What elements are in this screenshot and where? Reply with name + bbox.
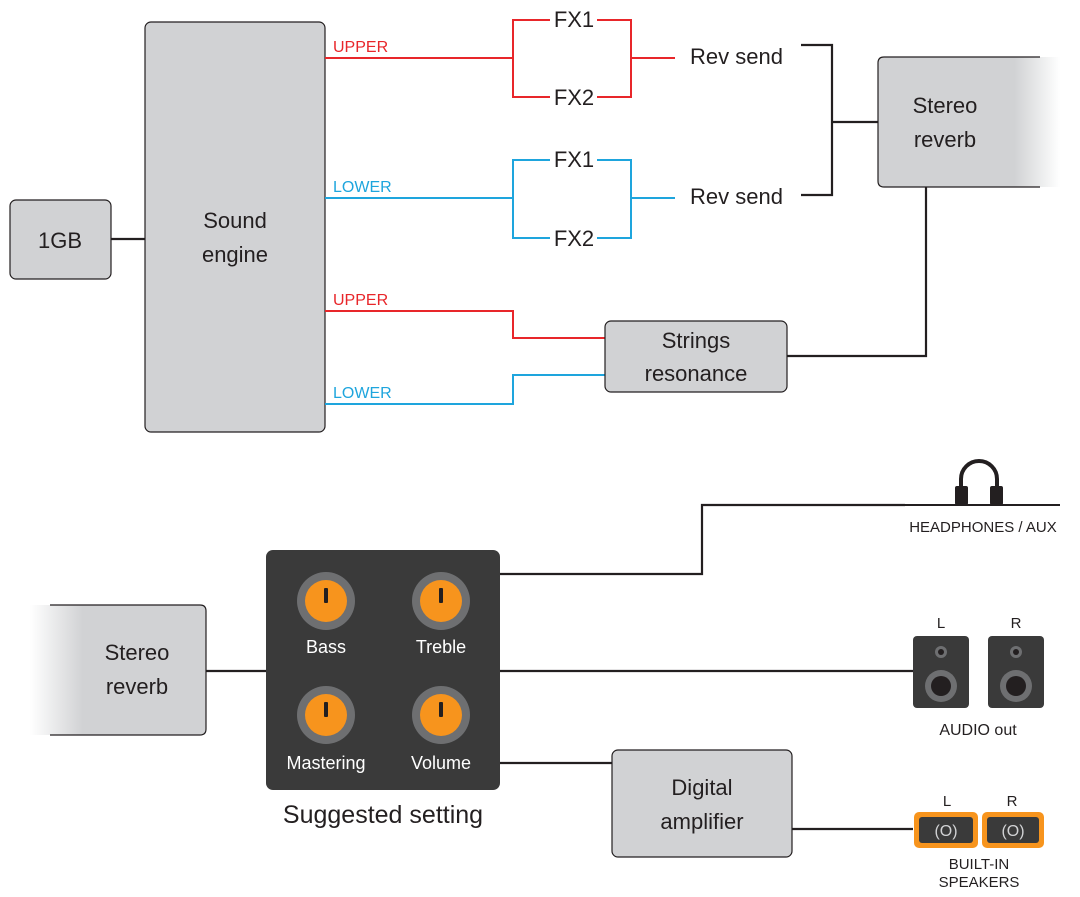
builtin-speaker-left-icon: (O)	[914, 812, 978, 848]
stereo-reverb-block-bottom	[30, 605, 206, 735]
stereo-reverb-top-line2: reverb	[914, 127, 976, 152]
upper-label-1: UPPER	[333, 39, 388, 56]
bass-knob	[297, 572, 355, 630]
headphones-label: HEADPHONES / AUX	[909, 519, 1057, 536]
upper-rev-send-label: Rev send	[690, 44, 783, 69]
upper-fx2-label: FX2	[554, 85, 594, 110]
audio-out-label: AUDIO out	[939, 722, 1017, 739]
volume-knob	[412, 686, 470, 744]
builtin-label-line1: BUILT-IN	[949, 856, 1010, 873]
panel-to-headphones-line	[500, 503, 905, 576]
builtin-right-label: R	[1007, 793, 1018, 810]
builtin-left-label: L	[943, 793, 951, 810]
sound-engine-block	[144, 21, 326, 433]
lower-fx-merge-lines	[597, 159, 675, 239]
builtin-label-line2: SPEAKERS	[939, 874, 1020, 891]
builtin-left-grille: (O)	[934, 823, 957, 840]
strings-resonance-line1: Strings	[662, 328, 730, 353]
stereo-reverb-border-top	[877, 56, 1040, 188]
lower-fx2-label: FX2	[554, 226, 594, 251]
sound-engine-label-line2: engine	[202, 242, 268, 267]
headphones-icon	[905, 459, 1060, 506]
stereo-reverb-bottom-line2: reverb	[106, 674, 168, 699]
builtin-speaker-right-icon: (O)	[982, 812, 1044, 848]
builtin-right-grille: (O)	[1001, 823, 1024, 840]
strings-resonance-line2: resonance	[645, 361, 748, 386]
mastering-knob	[297, 686, 355, 744]
digital-amplifier-block	[611, 749, 793, 858]
lower-fx1-label: FX1	[554, 147, 594, 172]
bass-label: Bass	[306, 637, 346, 657]
digital-amplifier-line2: amplifier	[660, 809, 743, 834]
speaker-right-icon	[988, 636, 1044, 708]
stereo-reverb-block-top	[878, 57, 1060, 187]
strings-to-reverb-line	[787, 187, 928, 358]
upper-label-2: UPPER	[333, 292, 388, 309]
lower-label-2: LOWER	[333, 385, 392, 402]
lower-fx-lines	[325, 159, 550, 239]
panel-caption: Suggested setting	[283, 801, 483, 829]
mastering-label: Mastering	[286, 753, 365, 773]
rev-send-bracket-lines	[801, 43, 878, 197]
memory-label: 1GB	[38, 228, 82, 253]
upper-fx-lines	[325, 19, 550, 98]
lower-rev-send-label: Rev send	[690, 184, 783, 209]
upper-fx-merge-lines	[597, 19, 675, 98]
audio-out-right-label: R	[1011, 615, 1022, 632]
treble-knob	[412, 572, 470, 630]
audio-out-left-label: L	[937, 615, 945, 632]
treble-label: Treble	[416, 637, 466, 657]
speaker-left-icon	[913, 636, 969, 708]
lower-label-1: LOWER	[333, 179, 392, 196]
upper-fx1-label: FX1	[554, 7, 594, 32]
digital-amplifier-line1: Digital	[671, 775, 732, 800]
stereo-reverb-bottom-line1: Stereo	[105, 640, 170, 665]
stereo-reverb-top-line1: Stereo	[913, 93, 978, 118]
lower-strings-line	[325, 374, 605, 405]
sound-engine-label-line1: Sound	[203, 208, 267, 233]
volume-label: Volume	[411, 753, 471, 773]
upper-strings-line	[325, 310, 605, 339]
